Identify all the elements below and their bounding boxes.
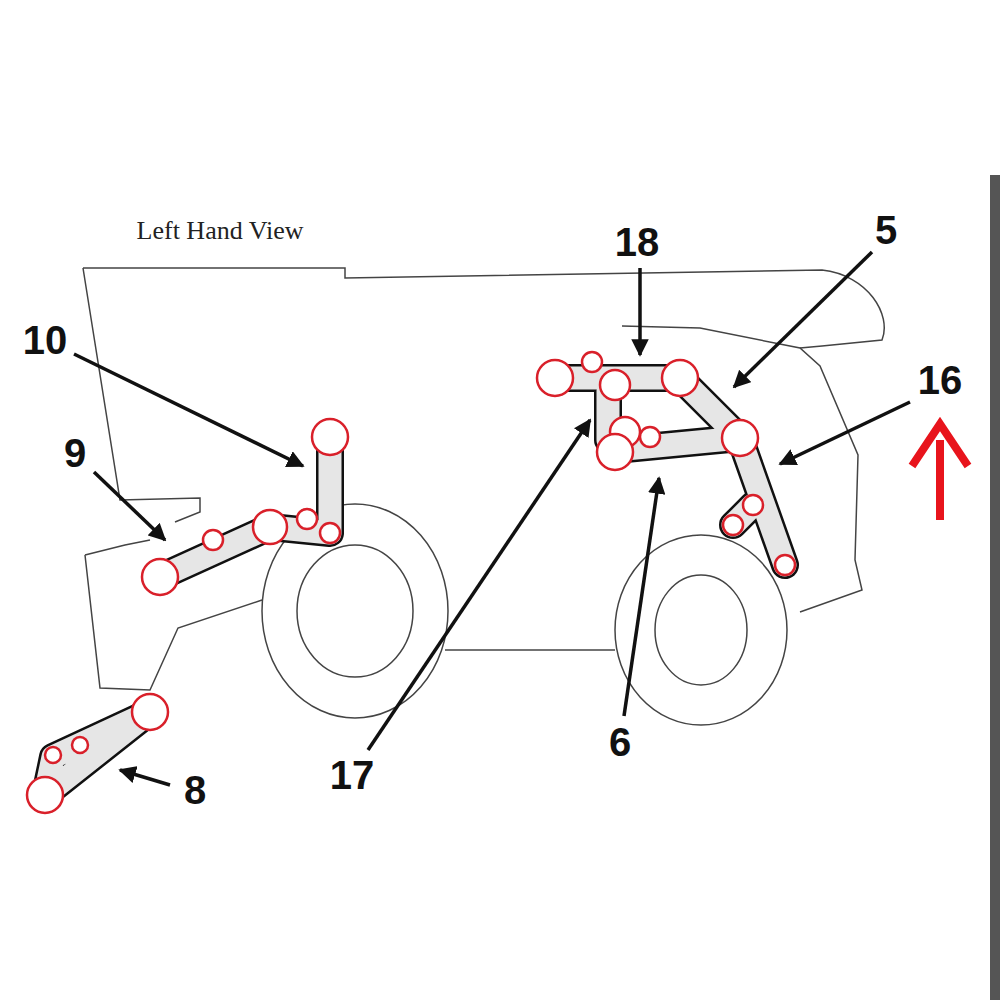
pulley: [537, 360, 573, 396]
pulley: [775, 555, 795, 575]
leader-arrow: [734, 252, 872, 387]
view-title: Left Hand View: [137, 218, 304, 244]
callout-number: 6: [609, 722, 631, 762]
pulley: [45, 747, 61, 763]
callout-number: 18: [615, 222, 660, 262]
leader-arrow: [368, 420, 590, 750]
rear-tire: [615, 535, 787, 725]
direction-arrow: [912, 424, 968, 520]
tank-top: [83, 268, 884, 348]
callout-number: 9: [64, 433, 86, 473]
belt-18-5-16: [555, 378, 785, 565]
callout-number: 8: [184, 770, 206, 810]
callout-number: 5: [875, 210, 897, 250]
pulley: [27, 777, 63, 813]
pulley: [597, 434, 633, 470]
front-rim: [297, 545, 413, 677]
pulley: [253, 510, 287, 544]
leader-arrow: [74, 354, 303, 466]
leader-arrow: [624, 478, 659, 716]
pulley: [297, 509, 317, 529]
callout-number: 17: [330, 755, 375, 795]
leader-arrow: [780, 402, 910, 464]
belt-8: [45, 712, 150, 795]
pulley: [662, 360, 698, 396]
rear-rim: [655, 575, 747, 685]
pulley: [722, 420, 758, 456]
pulley: [142, 559, 178, 595]
belt-9-10: [160, 437, 330, 577]
pulley: [203, 530, 223, 550]
pulley: [640, 427, 660, 447]
leader-arrow: [638, 268, 642, 355]
direction-shaft: [936, 440, 944, 520]
pulley: [743, 495, 763, 515]
edge-bar: [990, 175, 1000, 1000]
belt-fill: [45, 378, 785, 795]
direction-head: [912, 424, 968, 466]
belt-8: [45, 712, 150, 795]
belt-9-10: [160, 437, 330, 577]
pulley: [132, 694, 168, 730]
pulleys: [27, 352, 795, 813]
leader-arrow: [120, 770, 170, 785]
belts: [45, 378, 785, 795]
pulley: [312, 419, 348, 455]
pulley: [582, 352, 602, 372]
callout-number: 10: [23, 320, 68, 360]
pulley: [723, 515, 743, 535]
belt-18-5-16: [555, 378, 785, 565]
pulley: [320, 523, 340, 543]
tank-front: [83, 268, 200, 522]
callout-number: 16: [918, 360, 963, 400]
frame-bottom: [445, 649, 615, 651]
belt-outline: [45, 378, 785, 795]
pulley: [72, 737, 88, 753]
pulley: [600, 370, 630, 400]
combine-outline: [83, 268, 884, 725]
leader-arrows: [74, 252, 910, 785]
leader-arrow: [94, 472, 165, 540]
